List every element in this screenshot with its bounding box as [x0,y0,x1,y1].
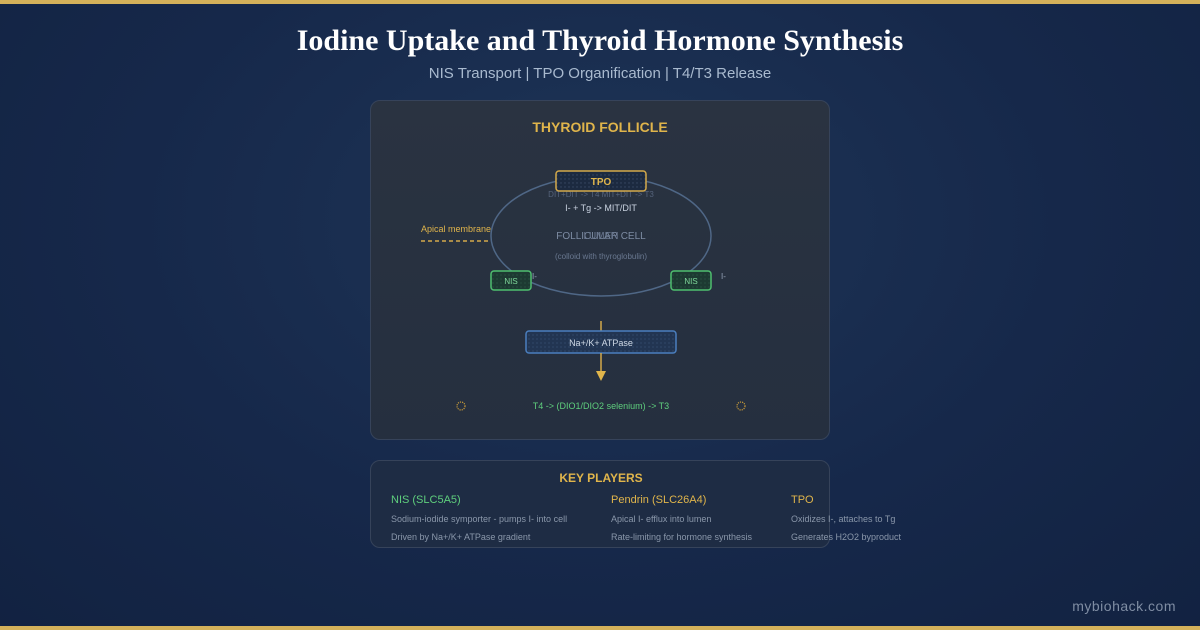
colloid-label: (colloid with thyroglobulin) [555,252,647,261]
tpo-label: TPO [591,177,612,188]
key-player-desc: Generates H2O2 byproduct [791,532,902,542]
key-player-desc: Rate-limiting for hormone synthesis [611,532,753,542]
selenium-icon-right [736,401,746,411]
nis-right-label: NIS [684,277,697,286]
nis-left-label: NIS [504,277,517,286]
key-player-nis: NIS (SLC5A5) Sodium-iodide symporter - p… [391,491,567,546]
lumen-label: LUMEN [583,231,618,242]
page-subtitle: NIS Transport | TPO Organification | T4/… [428,65,772,82]
output-arrow-head [596,371,606,381]
key-player-desc: Oxidizes I-, attaches to Tg [791,514,896,524]
tpo-box [555,170,647,192]
follicular-cell-label: FOLLICULAR CELL [556,231,646,242]
diagram-title: THYROID FOLLICLE [532,119,668,135]
iodide-right-label: I- [721,272,726,281]
selenium-icon-left [456,401,466,411]
key-player-heading: TPO [791,494,814,506]
key-players-panel: KEY PLAYERS NIS (SLC5A5) Sodium-iodide s… [370,460,901,548]
nis-left-box [490,270,532,291]
key-player-pendrin: Pendrin (SLC26A4) Apical I- efflux into … [611,491,752,546]
apical-membrane-label: Apical membrane [421,224,491,234]
bottom-accent-bar [0,626,1200,630]
key-player-desc: Apical I- efflux into lumen [611,514,712,524]
top-accent-bar [0,0,1200,4]
atpase-label: Na+/K+ ATPase [569,338,633,348]
t4-t3-conversion: T4 -> (DIO1/DIO2 selenium) -> T3 [533,401,669,411]
thyroid-follicle-diagram: THYROID FOLLICLE DIT+DIT -> T4 MIT+DIT -… [370,100,830,440]
page-title: Iodine Uptake and Thyroid Hormone Synthe… [296,24,904,57]
key-players-title: KEY PLAYERS [559,471,643,485]
key-player-heading: NIS (SLC5A5) [391,494,461,506]
key-player-desc: Sodium-iodide symporter - pumps I- into … [391,514,568,524]
tpo-reaction-faint: DIT+DIT -> T4 MIT+DIT -> T3 [548,190,654,199]
key-player-heading: Pendrin (SLC26A4) [611,494,707,506]
nis-right-box [670,270,712,291]
key-player-desc: Driven by Na+/K+ ATPase gradient [391,532,531,542]
site-watermark: mybiohack.com [1072,598,1176,614]
follicle-svg: DIT+DIT -> T4 MIT+DIT -> T3 TPO I- + Tg … [421,170,746,411]
tpo-reaction: I- + Tg -> MIT/DIT [565,203,637,213]
key-player-tpo: TPO Oxidizes I-, attaches to Tg Generate… [791,491,901,546]
iodide-left-label: I- [532,272,537,281]
